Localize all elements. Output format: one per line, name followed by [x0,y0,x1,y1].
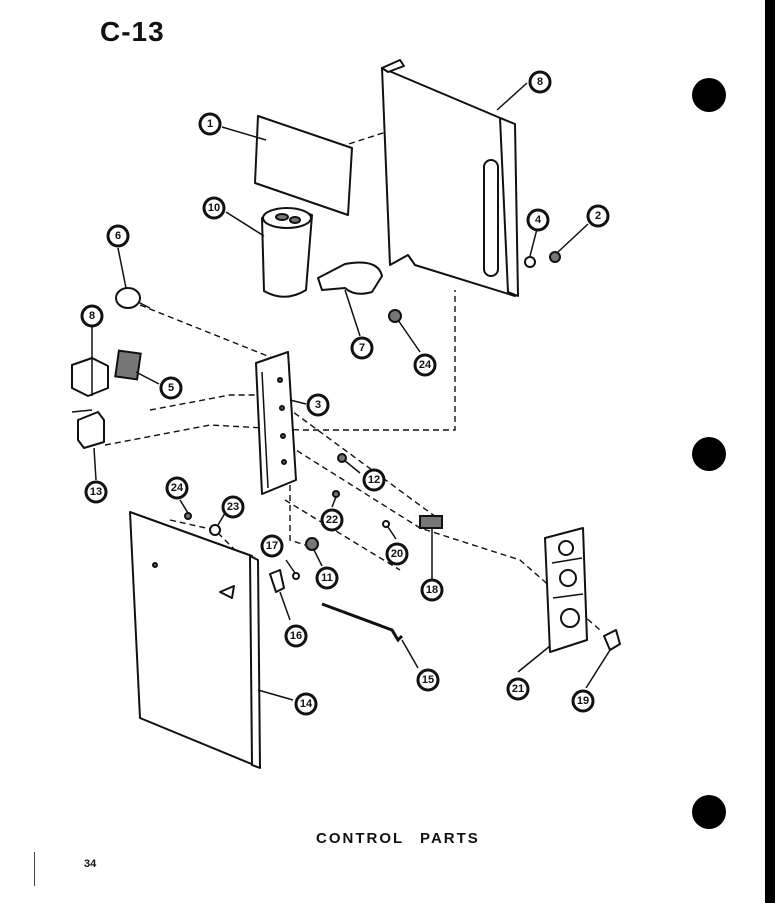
part-7-strap [317,261,383,295]
part-13-switch [71,409,105,449]
callout-9: 8 [528,70,552,94]
svg-text:13: 13 [90,486,102,498]
part-22-nut [332,490,340,498]
callout-2: 2 [586,204,610,228]
part-6-thermostat [115,287,151,309]
callout-22: 22 [320,508,344,532]
svg-text:6: 6 [115,230,121,242]
part-18-clip [419,515,443,529]
part-8-switch [71,357,109,397]
svg-text:24: 24 [171,482,184,494]
callout-11: 11 [315,566,339,590]
part-16-lever [269,569,285,593]
svg-text:20: 20 [391,548,403,560]
part-23-bushing [209,524,221,536]
part-1-plate [254,115,353,216]
page-number: 34 [84,858,97,870]
svg-text:16: 16 [290,630,302,642]
part-5-filter [114,349,142,381]
callout-5: 5 [159,376,183,400]
callout-13: 13 [84,480,108,504]
part-10-capacitor [261,207,313,298]
callout-21: 21 [506,677,530,701]
part-17-clip [292,572,300,580]
svg-text:1: 1 [207,118,213,130]
part-11-screw [305,537,319,551]
binding-edge [765,0,775,903]
callout-16: 16 [284,624,308,648]
svg-text:17: 17 [266,540,278,552]
svg-text:11: 11 [321,572,333,584]
svg-text:4: 4 [535,214,542,226]
callout-19: 19 [571,689,595,713]
part-2-screw [549,251,561,263]
svg-text:2: 2 [595,210,601,222]
part-3-control-bracket [255,351,297,495]
svg-text:5: 5 [168,382,174,394]
callout-6: 6 [106,224,130,248]
part-19-knob [603,629,621,651]
margin-mark [34,852,35,886]
svg-text:22: 22 [326,514,338,526]
svg-text:19: 19 [577,695,589,707]
part-15-rod [321,602,404,643]
svg-text:15: 15 [422,674,434,686]
callout-12: 12 [362,468,386,492]
svg-text:8: 8 [89,310,95,322]
part-4-washer [524,256,536,268]
part-21-control-plate [544,527,588,653]
svg-text:18: 18 [426,584,438,596]
callout-7: 7 [350,336,374,360]
part-14-front-panel [129,511,261,769]
callout-24-lower: 24 [165,476,189,500]
callout-10: 10 [202,196,226,220]
svg-text:8: 8 [537,76,543,88]
svg-text:24: 24 [419,359,432,371]
callout-23: 23 [221,495,245,519]
part-20-pin [382,520,390,528]
callout-leaders [91,82,611,701]
callout-17: 17 [260,534,284,558]
svg-text:23: 23 [227,501,239,513]
callout-3: 3 [306,393,330,417]
callout-8: 8 [80,304,104,328]
punch-hole-bottom [692,795,726,829]
part-9-bracket [381,59,519,297]
callout-1: 1 [198,112,222,136]
punch-hole-middle [692,437,726,471]
callout-4: 4 [526,208,550,232]
callout-15: 15 [416,668,440,692]
svg-text:14: 14 [300,698,313,710]
section-code: C-13 [100,16,165,47]
svg-text:10: 10 [208,202,220,214]
svg-text:3: 3 [315,399,321,411]
part-24-screw [388,309,402,323]
figure-caption: CONTROL PARTS [316,830,480,847]
callout-18: 18 [420,578,444,602]
callout-20: 20 [385,542,409,566]
callout-14: 14 [294,692,318,716]
punch-hole-top [692,78,726,112]
callout-24-upper: 24 [413,353,437,377]
part-24-screw-lower [184,512,192,520]
svg-text:12: 12 [368,474,380,486]
svg-text:21: 21 [512,683,524,695]
svg-text:7: 7 [359,342,365,354]
